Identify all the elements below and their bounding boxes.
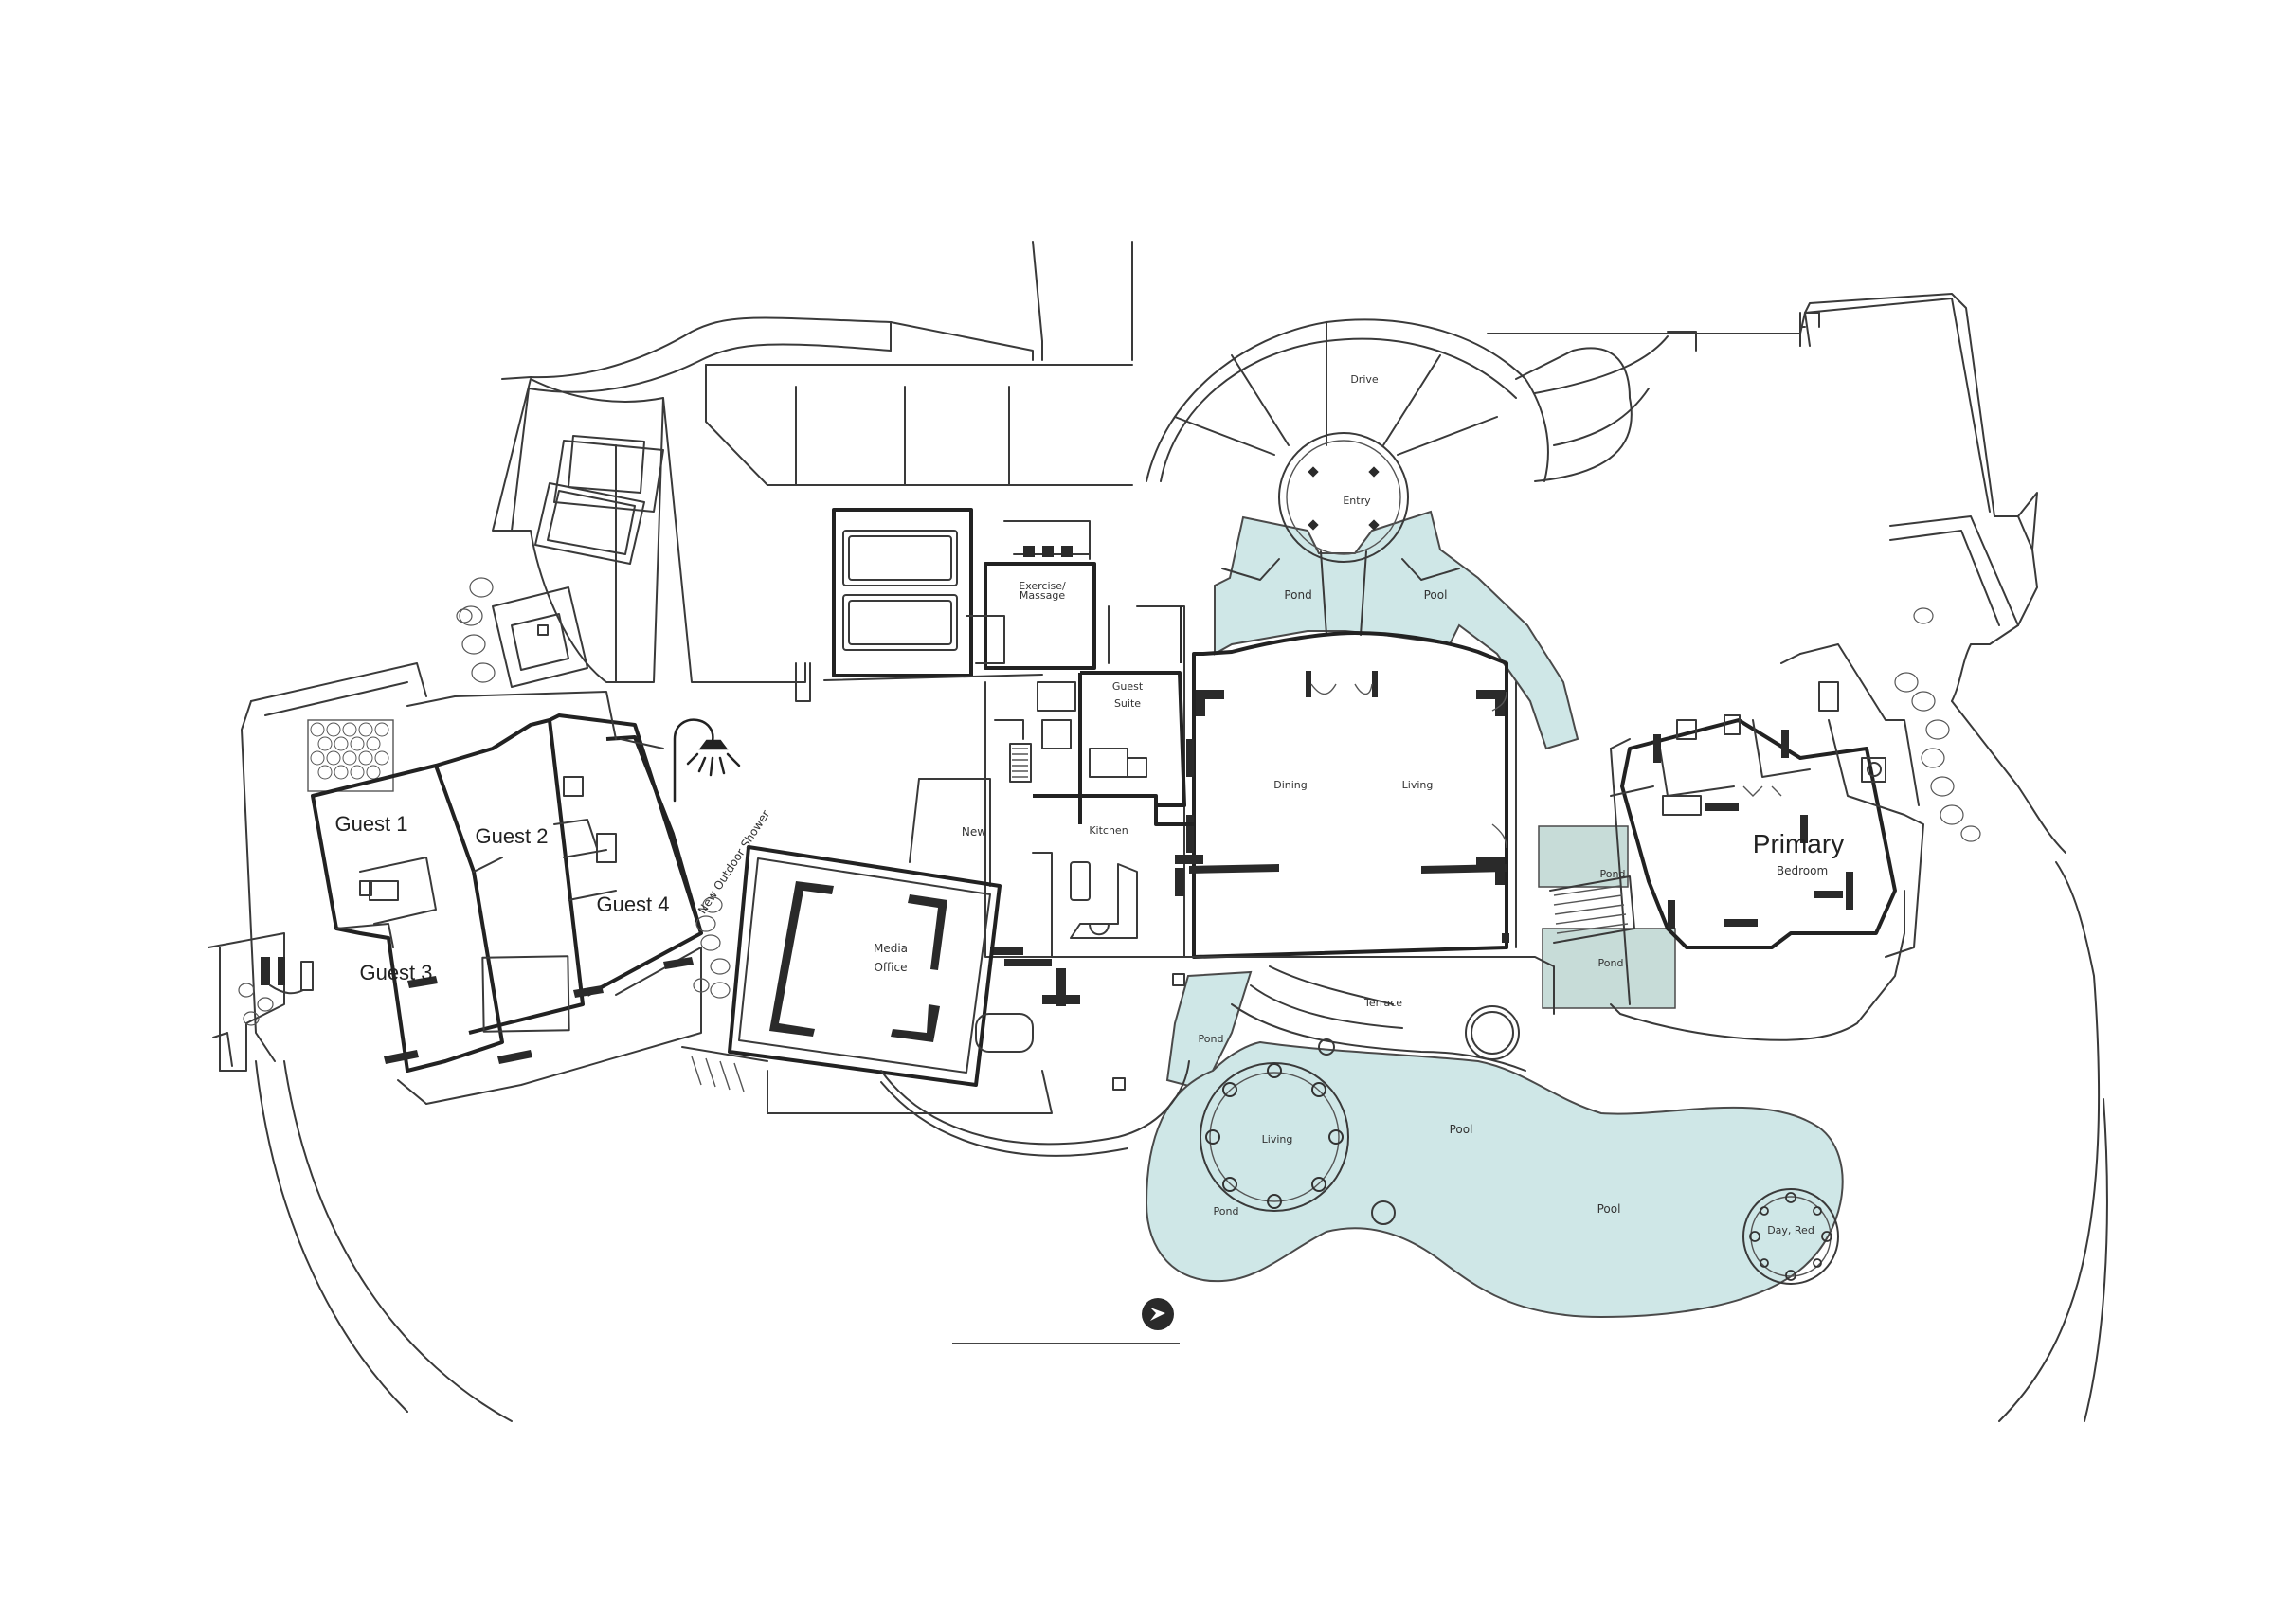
label-guest-4: Guest 4 bbox=[596, 893, 669, 916]
main-house bbox=[1175, 631, 1517, 959]
media-office bbox=[681, 778, 1190, 1157]
label-pond-pavilion: Pond bbox=[1214, 1205, 1239, 1218]
label-outdoor-shower: New Outdoor Shower bbox=[695, 807, 772, 916]
label-kitchen: Kitchen bbox=[1089, 824, 1128, 837]
label-bedroom: Bedroom bbox=[1777, 864, 1828, 877]
main-pool bbox=[1145, 1040, 1844, 1319]
primary-wing bbox=[1549, 607, 1981, 1041]
terrace-area bbox=[1112, 956, 1839, 1285]
gravel-bed bbox=[307, 719, 394, 792]
label-guest-1: Guest 1 bbox=[334, 812, 407, 836]
north-arrow-icon bbox=[952, 1298, 1180, 1344]
label-pool-upper: Pool bbox=[1450, 1123, 1473, 1136]
label-living-pavilion: Living bbox=[1262, 1133, 1293, 1146]
guest-wing bbox=[208, 435, 731, 1105]
label-dining: Dining bbox=[1273, 779, 1308, 791]
day-bed-pavilion bbox=[1742, 1188, 1839, 1285]
pond-east-upper-fill bbox=[1538, 825, 1629, 888]
label-living-main: Living bbox=[1402, 779, 1434, 791]
label-exercise: Exercise/Massage bbox=[1019, 580, 1066, 602]
label-pond-terrace: Pond bbox=[1199, 1033, 1224, 1045]
service-wing bbox=[795, 508, 1194, 1006]
label-pond-east-lower: Pond bbox=[1598, 957, 1624, 969]
water-features bbox=[1145, 510, 1844, 1319]
label-pool-lower: Pool bbox=[1597, 1202, 1621, 1216]
label-pond-east-upper: Pond bbox=[1600, 868, 1626, 880]
label-guest-2: Guest 2 bbox=[475, 824, 548, 848]
site-outlines bbox=[255, 241, 2108, 1422]
label-pond-entry: Pond bbox=[1284, 588, 1311, 602]
shower-icon bbox=[673, 718, 741, 803]
label-guest-3: Guest 3 bbox=[359, 961, 432, 984]
label-entry: Entry bbox=[1343, 495, 1371, 507]
label-drive: Drive bbox=[1350, 373, 1379, 386]
entry-area bbox=[1221, 432, 1460, 636]
label-terrace: Terrace bbox=[1363, 997, 1402, 1009]
label-day-bed: Day, Red bbox=[1767, 1224, 1814, 1236]
label-new: New bbox=[962, 825, 986, 839]
entry-rotunda bbox=[1278, 432, 1409, 563]
label-pool-entry: Pool bbox=[1424, 588, 1448, 602]
entry-water bbox=[1214, 510, 1579, 750]
label-primary: Primary bbox=[1753, 829, 1844, 858]
